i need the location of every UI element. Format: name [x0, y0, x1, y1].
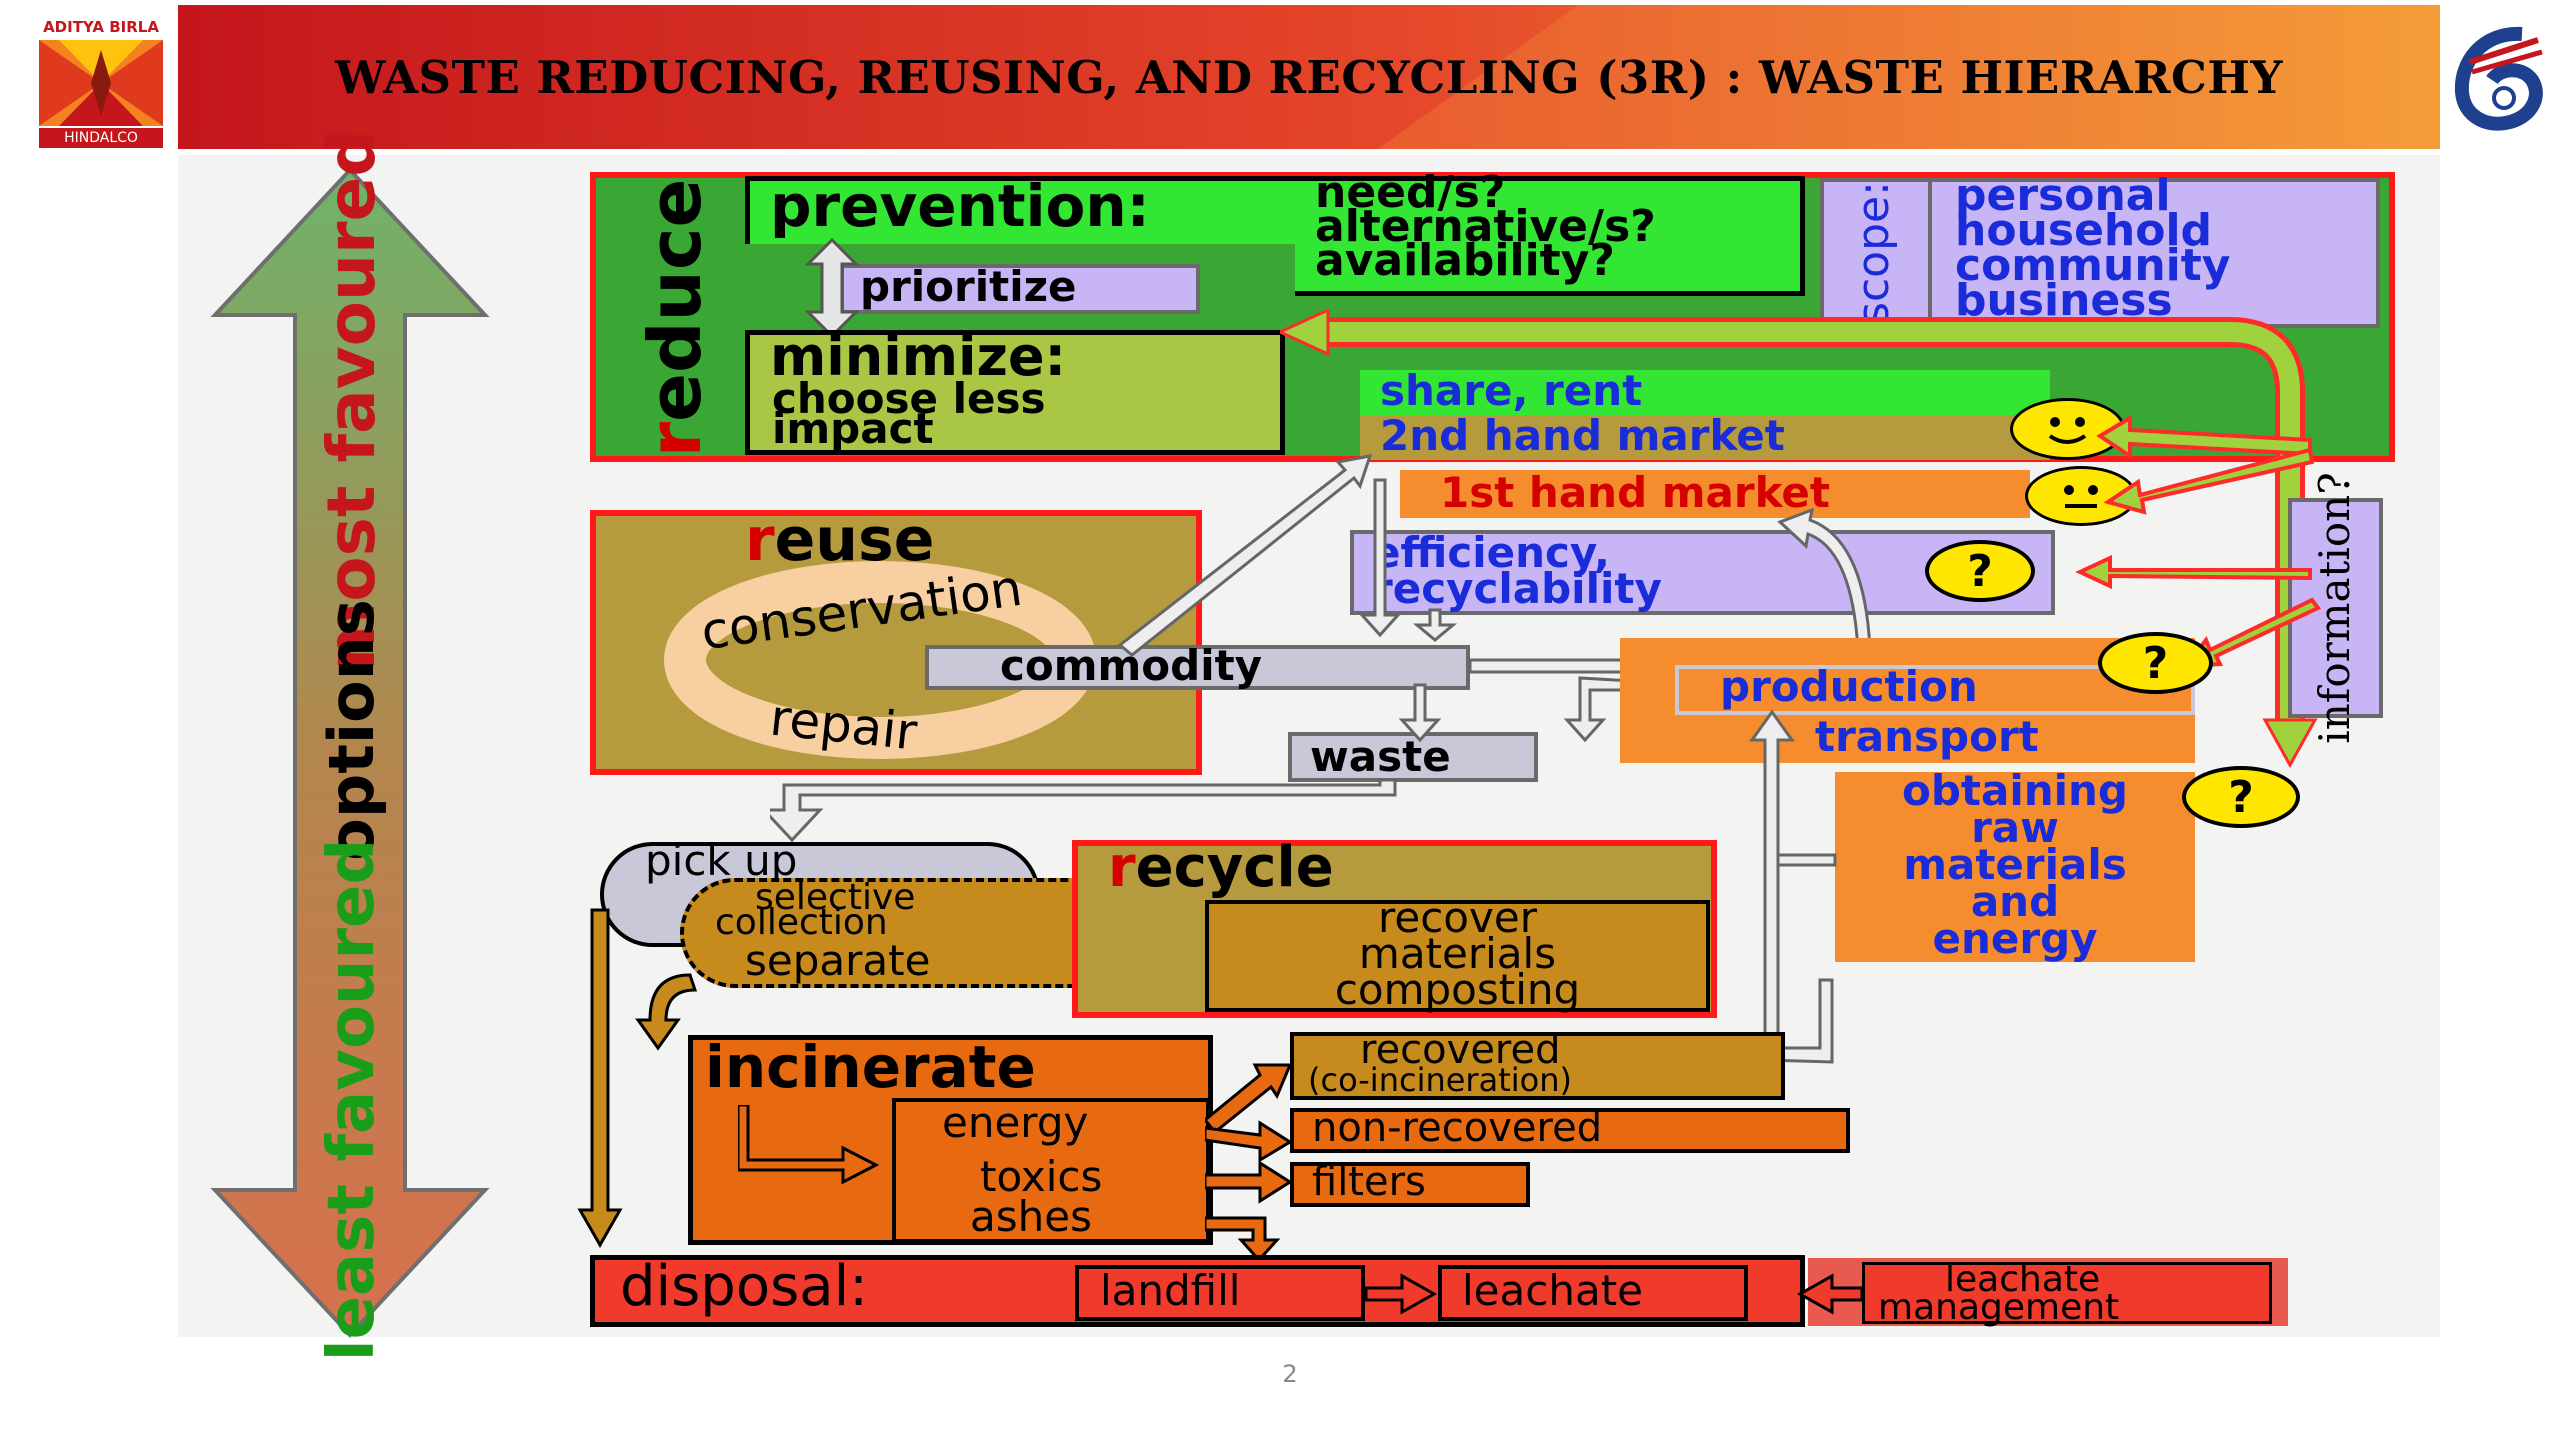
scope-community: community [1955, 240, 2231, 291]
question-raw-materials-icon: ? [2182, 766, 2300, 828]
incinerate-inner-arrow [738, 1105, 880, 1185]
commodity-box [925, 645, 1470, 690]
scale-most-favoured: most favoured [313, 129, 390, 671]
selective-collection-box [680, 878, 1130, 988]
second-hand-market-box [1360, 415, 2050, 460]
pick-up-label: pick up [645, 836, 798, 885]
prioritize-box [840, 264, 1200, 314]
recovery-return-arrows [1749, 709, 1837, 1064]
landfill-box [1075, 1265, 1365, 1321]
raw-line-3: materials [1903, 840, 2127, 889]
information-feedback-arrow [1280, 310, 2318, 769]
incinerate-ashes: ashes [970, 1192, 1092, 1241]
selective-label-1: selective [755, 877, 916, 918]
question-availability: availability? [1315, 235, 1615, 286]
production-inner [1675, 665, 2195, 715]
reuse-label: reuse [745, 505, 935, 575]
scale-options: options [315, 599, 388, 861]
scope-divider [1928, 178, 1932, 328]
filters-label: filters [1312, 1159, 1426, 1205]
incinerate-energy: energy [942, 1098, 1089, 1147]
non-recovered-box [1290, 1108, 1850, 1153]
grey-flow-arrows [770, 454, 1880, 843]
question-production-icon: ? [2098, 632, 2213, 694]
title-banner [178, 5, 2440, 149]
prioritize-double-arrow [804, 238, 860, 338]
smiley-icon-2nd-hand [2010, 398, 2125, 460]
page-number: 2 [1282, 1360, 1298, 1388]
scope-business: business [1955, 275, 2173, 326]
first-hand-market-label: 1st hand market [1440, 468, 1830, 517]
reduce-label: reduce [633, 178, 717, 458]
recycle-recover: recover [1378, 893, 1537, 942]
minimize-sub-1: choose less [772, 374, 1046, 423]
smiley-face-1st-hand [2064, 485, 2098, 508]
smiley-face-2nd-hand [2048, 417, 2087, 444]
disposal-arrows [1364, 1273, 1864, 1315]
sunburst-logo-icon [39, 40, 163, 126]
incinerate-label: incinerate [705, 1033, 1036, 1101]
logo-text-top: ADITYA BIRLA [43, 18, 159, 36]
first-hand-market-box [1400, 470, 2030, 518]
information-to-markets-arrows [2075, 414, 2322, 669]
question-alternative: alternative/s? [1315, 201, 1656, 252]
disposal-label: disposal: [620, 1254, 869, 1319]
incinerate-output-arrows [1205, 1063, 1293, 1260]
slide-title: WASTE REDUCING, REUSING, AND RECYCLING (… [334, 50, 2284, 104]
filters-box [1290, 1162, 1530, 1207]
scope-household: household [1955, 205, 2213, 256]
minimize-sub-2: impact [772, 404, 934, 453]
recycle-inner-box [1205, 900, 1710, 1012]
recycle-items: recover materials composting [1205, 893, 1710, 1014]
question-need: need/s? [1315, 167, 1506, 218]
aditya-birla-logo: ADITYA BIRLA HINDALCO [36, 18, 166, 148]
recycle-composting: composting [1334, 965, 1581, 1014]
leachate-label: leachate [1462, 1266, 1644, 1315]
minimize-box [745, 330, 1285, 455]
incinerate-toxics: toxics [980, 1152, 1103, 1201]
landfill-label: landfill [1100, 1266, 1241, 1315]
recycle-label: recycle [1108, 835, 1334, 900]
minimize-label: minimize: [770, 325, 1067, 388]
recovered-label-1: recovered [1360, 1027, 1561, 1073]
raw-line-2: raw [1971, 803, 2059, 852]
production-label: production [1720, 662, 1978, 711]
raw-line-1: obtaining [1902, 766, 2128, 815]
waste-box [1288, 732, 1538, 782]
separate-label: separate [745, 936, 931, 985]
raw-materials-text: obtaining raw materials and energy [1835, 766, 2195, 963]
incinerate-inner-box [892, 1098, 1210, 1243]
share-rent-label: share, rent [1380, 366, 1643, 415]
favour-scale-arrow [210, 167, 490, 1338]
scale-least-favoured: least favoured [315, 838, 389, 1362]
raw-materials-block [1835, 772, 2195, 962]
scope-label: scope: [1848, 181, 1899, 325]
prevention-questions: need/s? alternative/s? availability? [1315, 167, 1795, 286]
raw-line-4: and [1970, 877, 2060, 926]
prevention-label: prevention: [770, 172, 1150, 240]
right-emblem-icon [2454, 26, 2543, 131]
raw-line-5: energy [1932, 914, 2098, 963]
recovered-label-2: (co-incineration) [1308, 1061, 1572, 1099]
scope-personal: personal [1955, 170, 2171, 221]
leachate-management-box [1862, 1262, 2272, 1324]
leachate-box [1438, 1265, 1748, 1321]
selective-label-2: collection [715, 902, 888, 943]
share-rent-box [1360, 370, 2050, 415]
leachate-management-label-1: leachate [1945, 1259, 2101, 1300]
waste-label: waste [1310, 732, 1451, 781]
transport-label: transport [1815, 712, 2039, 761]
efficiency-label-2: recyclability [1372, 564, 1662, 613]
second-hand-market-label: 2nd hand market [1380, 411, 1785, 460]
question-efficiency-icon: ? [1925, 540, 2035, 602]
prioritize-label: prioritize [860, 262, 1077, 311]
non-recovered-label: non-recovered [1312, 1105, 1603, 1151]
logo-text-bottom: HINDALCO [39, 128, 163, 148]
scope-items: personal household community business [1955, 170, 2231, 326]
leachate-management-label-2: management [1878, 1287, 2120, 1328]
recovered-box [1290, 1032, 1785, 1100]
efficiency-label-1: efficiency, [1372, 528, 1610, 577]
recycle-materials: materials [1358, 929, 1557, 978]
